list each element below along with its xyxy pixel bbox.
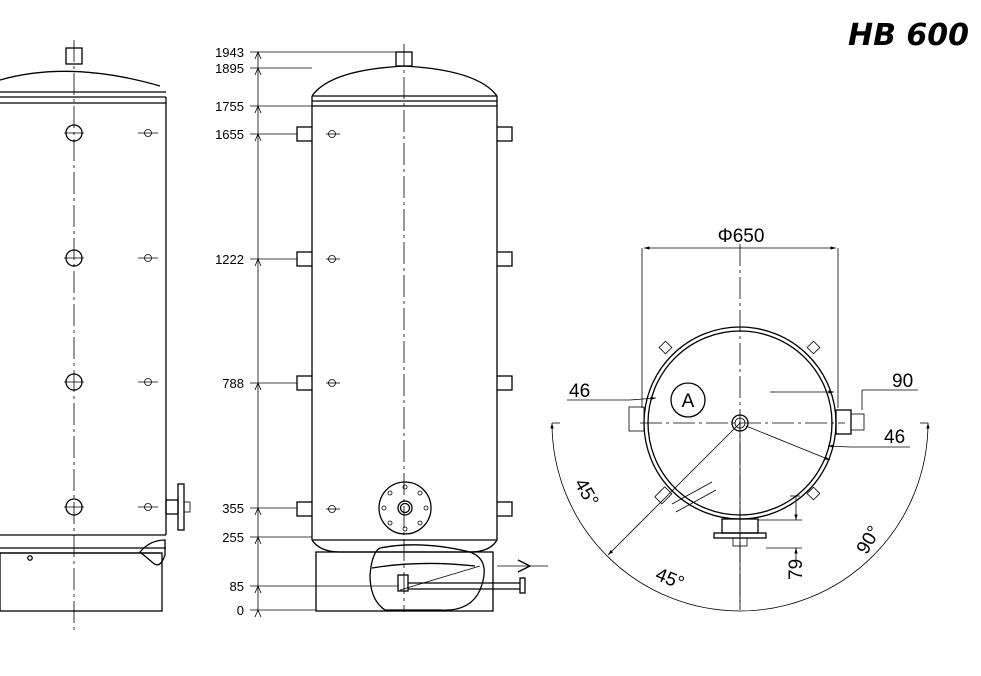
height-arrow-255 <box>254 535 262 545</box>
height-arrow-1755 <box>254 104 262 114</box>
front-view <box>257 44 548 612</box>
angle-left-45: 45° <box>570 475 603 510</box>
angle-arc <box>550 422 930 612</box>
dim-bottom-79: 79 <box>786 559 807 580</box>
height-label-255: 255 <box>222 530 244 545</box>
angle-bottom-45: 45° <box>652 564 687 594</box>
height-arrow-1222 <box>254 257 262 267</box>
height-label-1755: 1755 <box>215 99 244 114</box>
left-view-connections <box>64 124 191 531</box>
bottom-cutaway <box>369 544 485 611</box>
height-arrow-1943 <box>254 50 262 60</box>
side-nozzles <box>296 126 513 517</box>
dome <box>311 65 498 97</box>
height-label-0: 0 <box>237 603 244 618</box>
height-label-1895: 1895 <box>215 61 244 76</box>
height-arrow-355 <box>254 506 262 516</box>
dim-left-46: 46 <box>569 381 590 402</box>
angle-right-90: 90° <box>853 523 886 558</box>
left-side-view <box>0 40 191 630</box>
height-label-1943: 1943 <box>215 45 244 60</box>
inspection-flange <box>378 481 432 535</box>
height-arrow-1895 <box>254 66 262 76</box>
height-arrow-788 <box>254 381 262 391</box>
dim-right-90: 90 <box>892 371 913 392</box>
top-view: A Φ650 46 90 46 45° 45° 90° 79 <box>550 226 930 612</box>
detail-a-label: A <box>682 391 695 412</box>
height-label-1222: 1222 <box>215 252 244 267</box>
height-arrow-0 <box>254 608 262 618</box>
height-arrow-85 <box>254 584 262 594</box>
height-arrow-1655 <box>254 132 262 142</box>
height-label-355: 355 <box>222 501 244 516</box>
base-stand <box>315 551 494 612</box>
model-title: HB 600 <box>848 18 969 53</box>
height-label-1655: 1655 <box>215 127 244 142</box>
height-label-85: 85 <box>230 579 244 594</box>
detail-a-circle <box>670 382 706 418</box>
dim-right-46: 46 <box>884 427 905 448</box>
diameter-label: Φ650 <box>718 226 765 247</box>
height-label-788: 788 <box>222 376 244 391</box>
